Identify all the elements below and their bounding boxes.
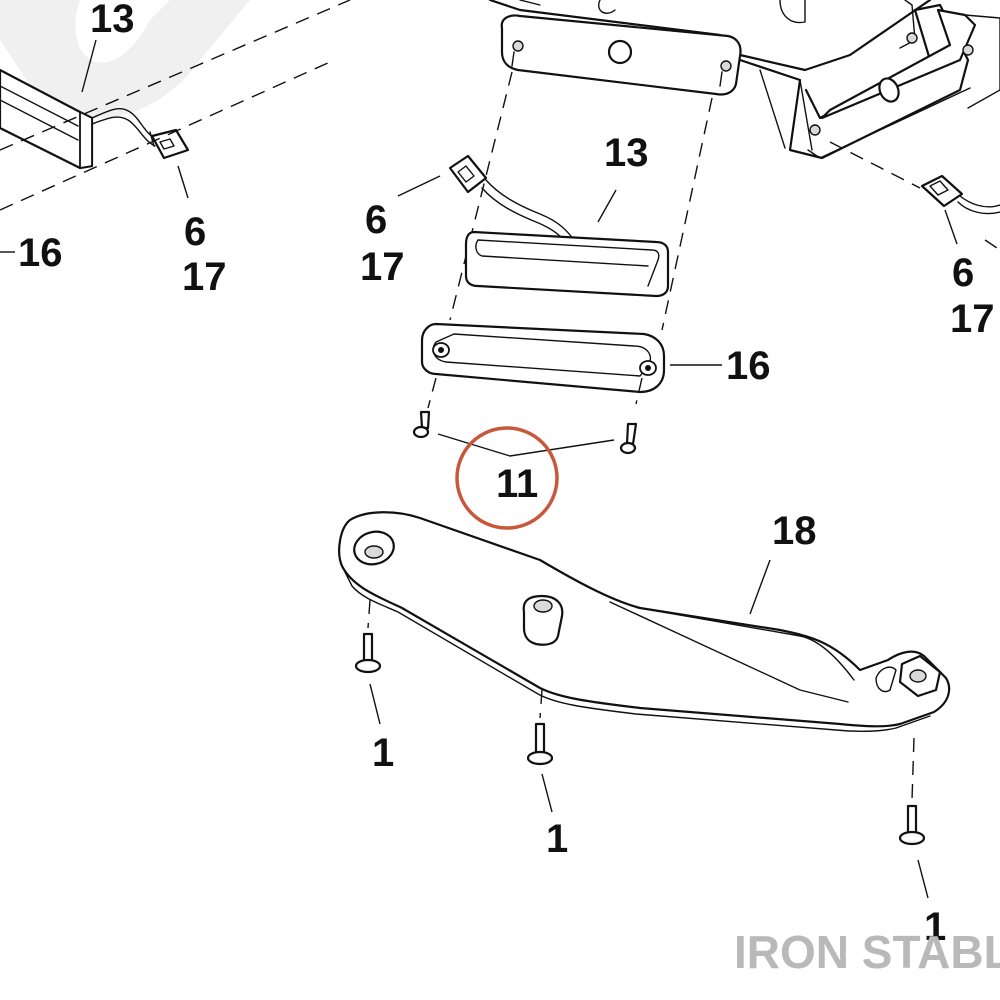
lens-part-13 — [464, 189, 670, 298]
label-13-center: 13 — [604, 131, 649, 175]
label-1-bolt-b: 1 — [546, 817, 568, 861]
bolt-c — [898, 737, 929, 899]
bolt-b — [526, 689, 554, 813]
screw-right — [619, 377, 643, 455]
dash-line — [0, 0, 351, 151]
top-left-light-assembly — [0, 39, 190, 199]
screw-left — [412, 377, 437, 439]
label-17-left: 17 — [182, 255, 227, 299]
housing-assembly — [488, 0, 1000, 160]
label-11-screws: 11 — [496, 462, 538, 506]
bracket-part-18 — [338, 511, 951, 733]
highlight-callout-circle — [455, 426, 559, 530]
leader-line-11 — [437, 433, 615, 457]
dash-line — [449, 71, 513, 321]
label-17-center: 17 — [360, 245, 405, 289]
label-16-center: 16 — [726, 344, 771, 388]
label-16-left: 16 — [18, 231, 63, 275]
label-13-top-left: 13 — [90, 0, 135, 41]
background-watermark-shape — [0, 0, 250, 118]
watermark-text: IRON STABLE — [734, 926, 1000, 978]
label-6-left: 6 — [184, 210, 206, 254]
dash-line — [661, 97, 713, 331]
gasket-part-16 — [420, 322, 722, 394]
connector-center — [397, 154, 575, 245]
dash-line — [0, 61, 331, 211]
bolt-a — [354, 599, 382, 725]
label-6-right: 6 — [952, 251, 974, 295]
connector-right — [829, 141, 1000, 251]
label-6-center: 6 — [365, 198, 387, 242]
label-1-bolt-c: 1 — [924, 905, 946, 949]
connector-left — [149, 128, 190, 160]
label-17-right: 17 — [950, 297, 995, 341]
label-18-bracket: 18 — [772, 509, 817, 553]
label-1-bolt-a: 1 — [372, 731, 394, 775]
